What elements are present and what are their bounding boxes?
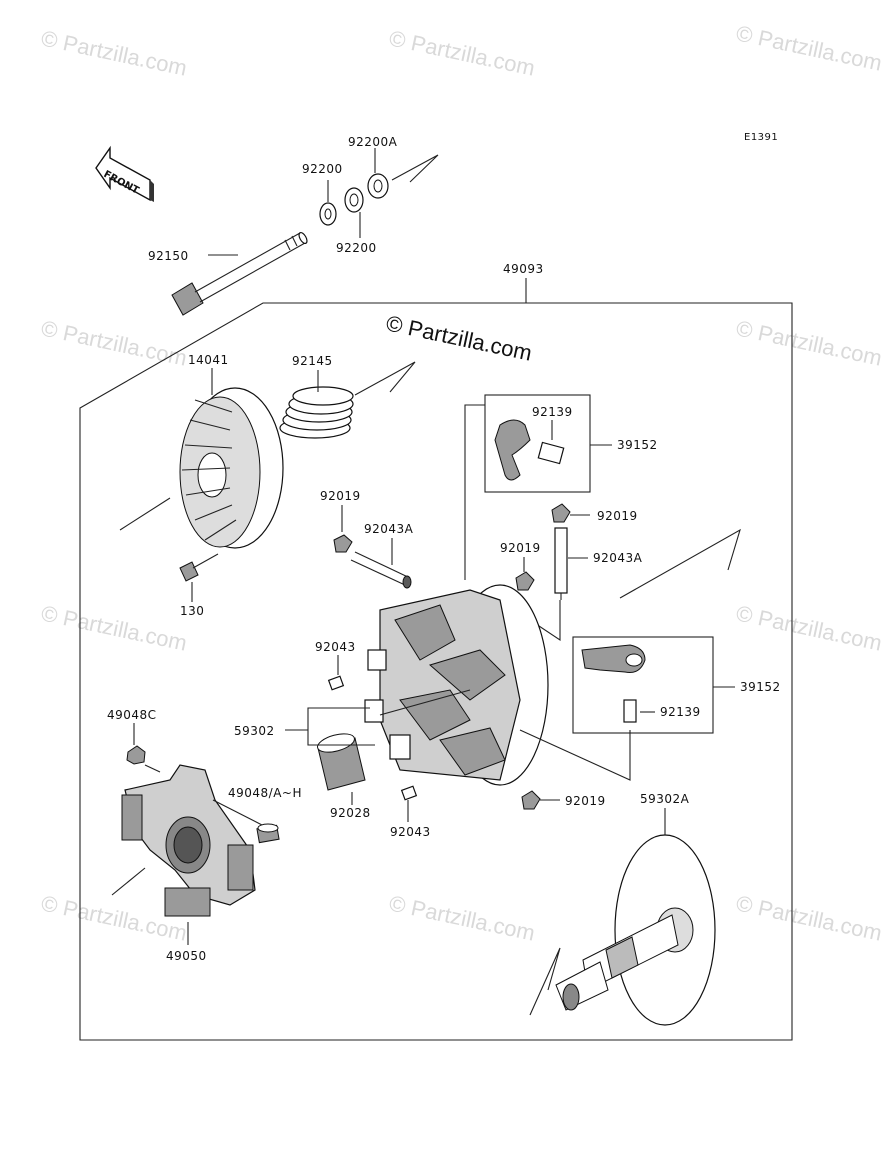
leader-line xyxy=(119,497,171,531)
nut-92019-a xyxy=(333,534,353,553)
slider-49048-icon xyxy=(256,823,280,844)
washer-92200-icon xyxy=(319,173,389,226)
cam-49050 xyxy=(121,764,256,917)
part-label: 92139 xyxy=(660,705,701,719)
bushing-92028 xyxy=(317,733,366,791)
part-label: 92043 xyxy=(390,825,431,839)
leader-line xyxy=(307,707,375,746)
bolt-92150 xyxy=(171,231,308,316)
moveable-sheave-body xyxy=(364,584,549,786)
leader-line xyxy=(529,947,561,1016)
fan-face-14041 xyxy=(179,387,284,549)
leader-line xyxy=(212,799,263,826)
watermark: © Partzilla.com xyxy=(387,890,537,945)
assembly-outline xyxy=(79,302,793,1041)
part-label: 92043A xyxy=(364,522,414,536)
fixed-sheave-59302A xyxy=(555,834,716,1026)
watermark: © Partzilla.com xyxy=(387,25,537,80)
part-label: 92019 xyxy=(565,794,606,808)
part-label: 39152 xyxy=(617,438,658,452)
spring-92145-icon xyxy=(279,386,354,439)
part-label: 59302 xyxy=(234,724,275,738)
part-label: 92028 xyxy=(330,806,371,820)
part-label: 59302A xyxy=(640,792,690,806)
watermark: © Partzilla.com xyxy=(734,600,884,655)
part-label: 130 xyxy=(180,604,204,618)
main-watermark: © Partzilla.com xyxy=(384,310,534,365)
part-label: 92043A xyxy=(593,551,643,565)
pin-92043A-b xyxy=(554,527,568,600)
leader-line xyxy=(144,764,161,773)
watermark: © Partzilla.com xyxy=(734,315,884,370)
group-box xyxy=(572,636,714,734)
part-label: 92139 xyxy=(532,405,573,419)
leader-line xyxy=(464,404,485,580)
part-label: 49093 xyxy=(503,262,544,276)
part-label: 39152 xyxy=(740,680,781,694)
front-arrow-icon: FRONT xyxy=(95,145,154,202)
part-label: 92200 xyxy=(302,162,343,176)
nut-49048C xyxy=(126,745,146,765)
diagram-code: E1391 xyxy=(744,132,778,143)
leader-line xyxy=(111,867,146,896)
part-label: 49048/A~H xyxy=(228,786,302,800)
part-label: 92043 xyxy=(315,640,356,654)
part-labels: 92200A 92200 92200 92150 49093 14041 921… xyxy=(107,135,781,963)
part-label: 49048C xyxy=(107,708,157,722)
leader-line xyxy=(354,361,416,396)
part-label: 92019 xyxy=(320,489,361,503)
leader-line xyxy=(391,154,439,183)
watermark: © Partzilla.com xyxy=(39,25,189,80)
leader-line xyxy=(619,528,741,599)
part-label: 92145 xyxy=(292,354,333,368)
nut-92019-d xyxy=(521,790,541,810)
pin-92043A-a xyxy=(350,551,412,589)
part-label: 92200A xyxy=(348,135,398,149)
part-label: 14041 xyxy=(188,353,229,367)
watermark: © Partzilla.com xyxy=(734,890,884,945)
weight-arm-39152-top xyxy=(494,419,565,481)
leader-line xyxy=(519,729,631,781)
nut-92019-c xyxy=(515,571,535,591)
weight-arm-39152-bottom xyxy=(581,644,646,723)
part-label: 92019 xyxy=(597,509,638,523)
part-label: 92150 xyxy=(148,249,189,263)
watermark: © Partzilla.com xyxy=(39,600,189,655)
group-box xyxy=(484,394,591,493)
part-label: 92019 xyxy=(500,541,541,555)
part-label: 92200 xyxy=(336,241,377,255)
bolt-130 xyxy=(179,553,219,582)
part-label: 49050 xyxy=(166,949,207,963)
nut-92019-b xyxy=(551,503,571,523)
watermark: © Partzilla.com xyxy=(39,315,189,370)
pin-92043-a xyxy=(327,675,345,691)
pin-92043-b xyxy=(400,785,418,801)
watermark: © Partzilla.com xyxy=(734,20,884,75)
